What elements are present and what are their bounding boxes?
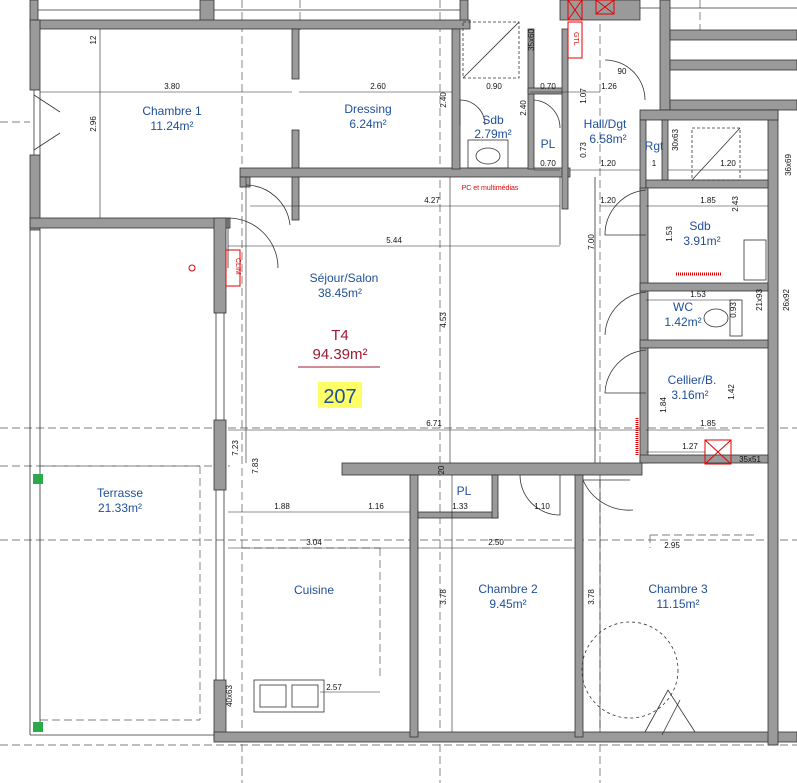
dim-label: 0.93	[729, 302, 738, 318]
room-area-sdb-1: 2.79m²	[474, 127, 511, 141]
unit-number-highlight	[318, 382, 362, 408]
room-name-chambre-3: Chambre 3	[648, 582, 708, 596]
unit-number: 207	[323, 386, 356, 408]
room-name-cellier: Cellier/B.	[668, 373, 717, 387]
room-name-cuisine: Cuisine	[294, 583, 334, 597]
dim-label: 35x51	[739, 455, 761, 464]
doors	[227, 59, 696, 736]
dimension-labels: 3.80 2.60 2.96 12 0.90 0.70 2.40 2.40 1.…	[89, 29, 793, 707]
room-name-dressing: Dressing	[344, 102, 391, 116]
dim-label: 2.57	[326, 683, 342, 692]
top-structure	[29, 0, 797, 111]
room-labels: Chambre 1 11.24m² Dressing 6.24m² Sdb 2.…	[97, 102, 721, 611]
dim-label: 3.04	[306, 538, 322, 547]
red-annotations: PC et multimédias CLIM GTL	[234, 32, 579, 275]
interior-walls	[239, 28, 769, 738]
dim-label: 40x63	[225, 685, 234, 707]
room-area-cellier: 3.16m²	[671, 388, 708, 402]
dim-label: 1.27	[682, 442, 698, 451]
dim-label: 1.42	[727, 384, 736, 400]
dim-label: 5.44	[386, 236, 402, 245]
room-area-terrasse: 21.33m²	[98, 501, 142, 515]
dim-label: 7.23	[231, 440, 240, 456]
room-area-hall: 6.58m²	[589, 132, 626, 146]
dim-label: 1.88	[274, 502, 290, 511]
dim-label: 2.60	[370, 82, 386, 91]
unit-info: T4 94.39m² 207	[298, 327, 380, 408]
dim-label: 1.33	[452, 502, 468, 511]
dim-label: 4.53	[439, 312, 448, 328]
room-name-sejour: Séjour/Salon	[310, 271, 379, 285]
dim-label: 2.96	[89, 116, 98, 132]
room-name-pl-2: PL	[457, 484, 472, 498]
dim-label: 1.10	[534, 502, 550, 511]
dim-label: 1.20	[600, 159, 616, 168]
dim-label: 1.20	[720, 159, 736, 168]
dim-label: 2.95	[664, 541, 680, 550]
room-name-rgt: Rgt	[645, 139, 664, 153]
dim-label: 2.40	[439, 92, 448, 108]
dim-label: 4.27	[424, 196, 440, 205]
window-chambre-1	[33, 90, 61, 155]
dim-label: 1.53	[665, 226, 674, 242]
dim-label: 90	[618, 67, 627, 76]
dim-label: 0.90	[486, 82, 502, 91]
dim-label: 35x60	[527, 29, 536, 51]
dim-label: 7.00	[587, 234, 596, 250]
dim-label: 3.80	[164, 82, 180, 91]
dim-label: 12	[89, 35, 98, 44]
room-name-sdb-1: Sdb	[482, 113, 504, 127]
room-name-terrasse: Terrasse	[97, 486, 143, 500]
room-area-sejour: 38.45m²	[318, 286, 362, 300]
gtl-label: GTL	[572, 32, 579, 46]
dim-label: 0.70	[540, 82, 556, 91]
dim-label: 1.20	[600, 196, 616, 205]
room-area-wc: 1.42m²	[664, 315, 701, 329]
dim-label: 1	[652, 159, 657, 168]
dim-label: 1.85	[700, 196, 716, 205]
room-name-pl-1: PL	[541, 137, 556, 151]
room-area-chambre-3: 11.15m²	[656, 597, 699, 611]
room-area-sdb-2: 3.91m²	[683, 234, 720, 248]
room-area-chambre-2: 9.45m²	[489, 597, 526, 611]
dim-label: 1.26	[601, 82, 617, 91]
room-name-sdb-2: Sdb	[689, 219, 711, 233]
dim-label: 3.78	[587, 589, 596, 605]
dim-label: 1.53	[690, 290, 706, 299]
dim-label: 26x92	[782, 289, 791, 311]
pc-multimedia-label: PC et multimédias	[462, 185, 519, 192]
dim-label: 1.16	[368, 502, 384, 511]
room-name-chambre-1: Chambre 1	[142, 104, 202, 118]
dim-label: 21x93	[755, 289, 764, 311]
dim-label: 7.83	[251, 458, 260, 474]
room-area-chambre-1: 11.24m²	[150, 119, 193, 133]
dim-label: 30x63	[671, 129, 680, 151]
terrace-windows	[215, 313, 225, 680]
dim-label: 2.40	[519, 100, 528, 116]
terrace	[29, 230, 214, 736]
dim-label: 1.84	[659, 397, 668, 413]
exterior-walls	[29, 19, 797, 746]
room-name-hall: Hall/Dgt	[584, 117, 627, 131]
room-name-chambre-2: Chambre 2	[478, 582, 538, 596]
dim-label: 36x69	[784, 154, 793, 176]
dim-label: 1.07	[579, 88, 588, 104]
unit-total-area: 94.39m²	[312, 346, 367, 363]
dimension-lines	[40, 29, 768, 732]
dim-label: 2.43	[731, 196, 740, 212]
dim-label: 2.50	[488, 538, 504, 547]
dim-label: 0.70	[540, 159, 556, 168]
room-name-wc: WC	[673, 300, 693, 314]
dim-label: 0.73	[579, 142, 588, 158]
room-area-dressing: 6.24m²	[349, 117, 386, 131]
unit-type-label: T4	[331, 327, 349, 344]
clim-label: CLIM	[234, 258, 241, 275]
dim-label: 6.71	[426, 419, 442, 428]
dim-label: 1.85	[700, 419, 716, 428]
dim-label: 3.78	[439, 589, 448, 605]
dim-label: 20	[437, 465, 446, 474]
